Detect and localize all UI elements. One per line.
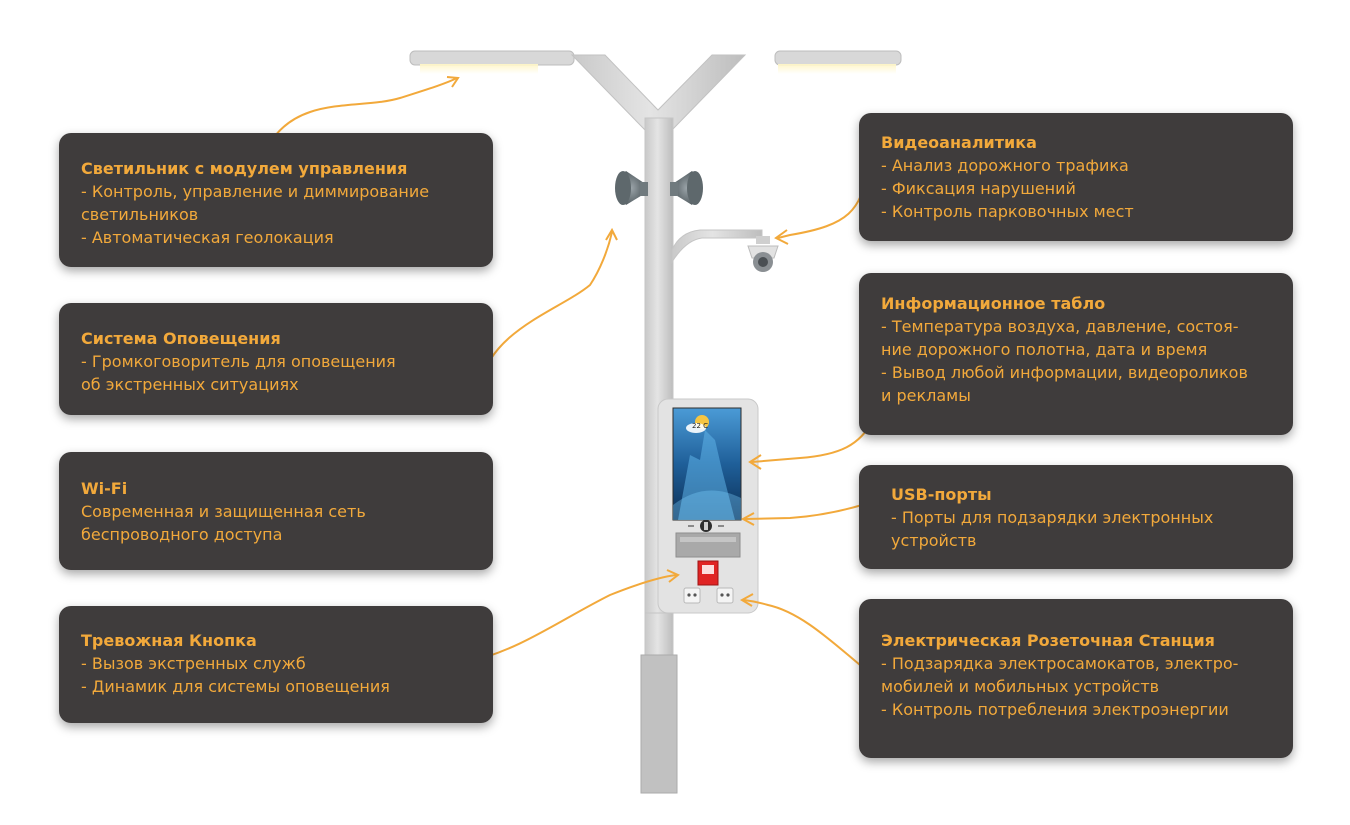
callout-line: - Динамик для системы оповещения [81,677,390,696]
callout-video-analytics: Видеоаналитика - Анализ дорожного трафик… [859,113,1293,241]
callout-panic-button: Тревожная Кнопка - Вызов экстренных служ… [59,606,493,723]
display-screen-icon [672,407,742,521]
callout-alert-system: Система Оповещения - Громкоговоритель дл… [59,303,493,415]
callout-title: Электрическая Розеточная Станция [881,631,1215,650]
loudspeaker-icon [615,171,703,205]
callout-title: Информационное табло [881,294,1106,313]
callout-line: - Автоматическая геолокация [81,228,334,247]
callout-line: - Громкоговоритель для оповещения [81,352,396,371]
callout-title: USB-порты [891,485,992,504]
callout-luminaire: Светильник с модулем управления - Контро… [59,133,493,267]
callout-title: Тревожная Кнопка [81,631,257,650]
callout-line: - Контроль парковочных мест [881,202,1134,221]
screen-temperature: 22 C [692,422,708,430]
callout-info-board: Информационное табло - Температура возду… [859,273,1293,435]
callout-line: беспроводного доступа [81,525,283,544]
callout-line: - Подзарядка электросамокатов, электро- [881,654,1239,673]
callout-title: Видеоаналитика [881,133,1037,152]
street-lamp-icon [409,50,902,74]
callout-line: и рекламы [881,386,971,405]
callout-line: - Фиксация нарушений [881,179,1076,198]
power-outlet-icon [683,587,734,604]
callout-title: Светильник с модулем управления [81,159,408,178]
callout-line: - Вызов экстренных служб [81,654,306,673]
callout-line: - Порты для подзарядки электронных [891,508,1214,527]
callout-wifi: Wi-Fi Современная и защищенная сеть бесп… [59,452,493,570]
callout-line: об экстренных ситуациях [81,375,299,394]
panic-button-icon [697,560,719,586]
callout-usb-ports: USB-порты - Порты для подзарядки электро… [859,465,1293,569]
callout-line: - Анализ дорожного трафика [881,156,1129,175]
callout-line: мобилей и мобильных устройств [881,677,1160,696]
callout-line: - Температура воздуха, давление, состоя- [881,317,1239,336]
callout-title: Система Оповещения [81,329,281,348]
callout-outlet-station: Электрическая Розеточная Станция - Подза… [859,599,1293,758]
callout-line: - Контроль потребления электроэнергии [881,700,1229,719]
callout-line: светильников [81,205,199,224]
callout-line: устройств [891,531,977,550]
callout-line: - Вывод любой информации, видеороликов [881,363,1248,382]
callout-line: Современная и защищенная сеть [81,502,366,521]
callout-line: ние дорожного полотна, дата и время [881,340,1208,359]
callout-line: - Контроль, управление и диммирование [81,182,430,201]
dome-camera-icon [747,236,779,272]
callout-title: Wi-Fi [81,479,128,498]
usb-port-icon [688,520,724,532]
